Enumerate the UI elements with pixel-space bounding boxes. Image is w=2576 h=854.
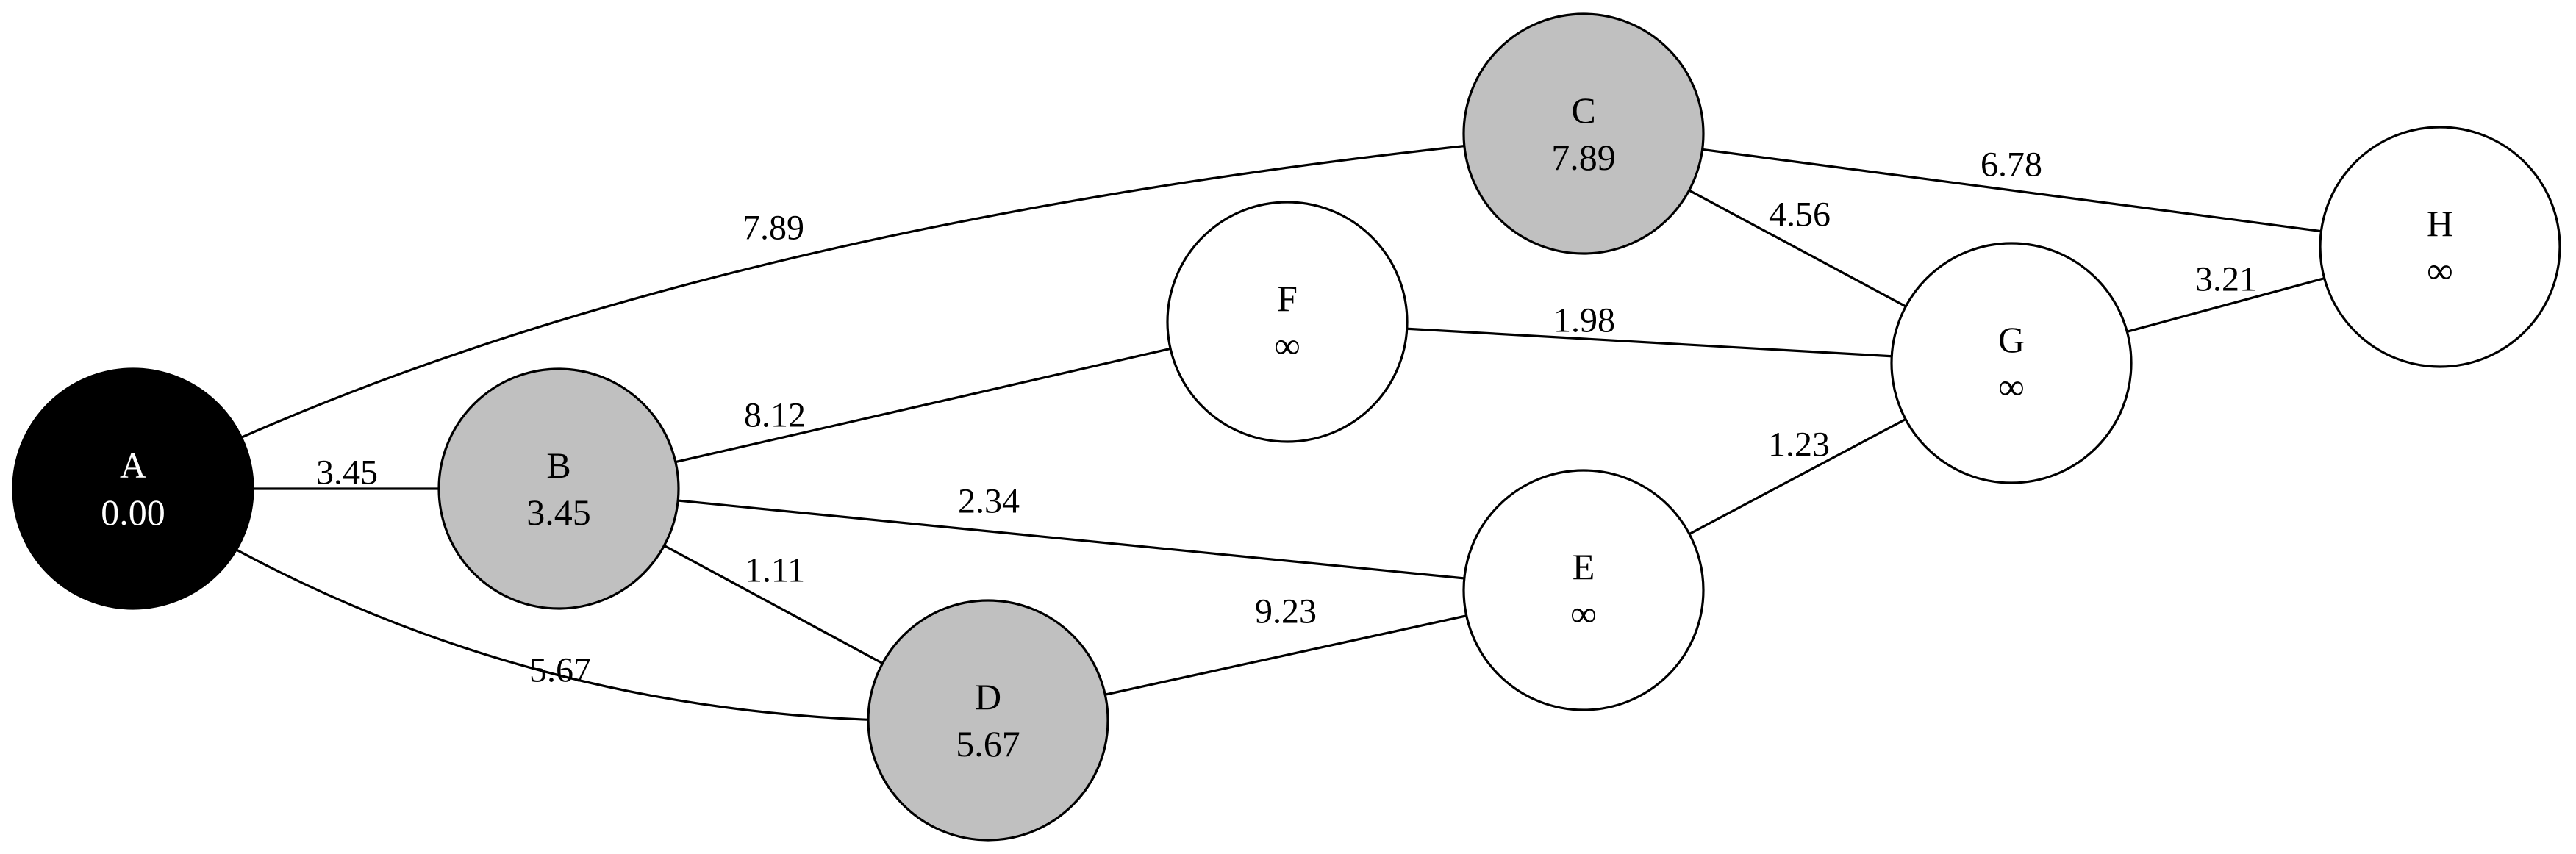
- edge-weight-label-a-d: 5.67: [529, 651, 591, 690]
- node-name: H: [2427, 203, 2453, 244]
- node-name: F: [1277, 278, 1298, 319]
- node-c: C 7.89: [1462, 12, 1705, 255]
- node-distance: 0.00: [101, 492, 165, 533]
- node-e: E∞: [1462, 469, 1705, 711]
- node-g: G∞: [1890, 242, 2133, 484]
- node-name: A: [120, 445, 146, 486]
- edge-weight-label-a-b: 3.45: [316, 453, 378, 492]
- node-name: D: [975, 676, 1001, 717]
- edge-weight-label-b-f: 8.12: [744, 396, 806, 435]
- node-circle: [2319, 126, 2561, 368]
- node-name: G: [1998, 319, 2025, 360]
- edge-labels-layer: 3.45 7.89 5.67 8.12 2.34 1.11 6.78 4.56 1.98 9.23…: [316, 146, 2257, 690]
- node-circle: [1462, 469, 1705, 711]
- node-distance: 3.45: [526, 492, 591, 533]
- node-h: H∞: [2319, 126, 2561, 368]
- edge-a-c: [132, 132, 1584, 490]
- edge-b-f: [558, 320, 1288, 490]
- node-distance: 5.67: [956, 723, 1020, 764]
- node-name: C: [1571, 90, 1595, 131]
- node-f: F∞: [1166, 201, 1409, 443]
- edge-b-e: [558, 487, 1584, 592]
- node-circle: [12, 367, 254, 610]
- node-b: B 3.45: [437, 367, 680, 610]
- edge-weight-label-b-d: 1.11: [745, 551, 805, 590]
- node-circle: [1890, 242, 2133, 484]
- node-circle: [867, 599, 1109, 842]
- edge-weight-label-e-g: 1.23: [1768, 426, 1830, 464]
- edge-c-h: [1583, 132, 2441, 248]
- edge-weight-label-a-c: 7.89: [743, 209, 804, 248]
- node-distance: ∞: [1274, 325, 1300, 366]
- edge-weight-label-f-g: 1.98: [1553, 301, 1615, 340]
- node-circle: [1462, 12, 1705, 255]
- edge-weight-label-g-h: 3.21: [2195, 260, 2257, 299]
- node-distance: ∞: [2427, 250, 2453, 291]
- edge-weight-label-b-e: 2.34: [958, 482, 1020, 521]
- node-name: E: [1573, 546, 1595, 587]
- node-name: B: [546, 445, 570, 486]
- node-distance: ∞: [1570, 593, 1597, 634]
- edge-a-d: [132, 487, 989, 722]
- edge-weight-label-c-h: 6.78: [1981, 146, 2042, 184]
- edge-weight-label-c-g: 4.56: [1769, 195, 1831, 234]
- node-circle: [437, 367, 680, 610]
- node-distance: 7.89: [1551, 137, 1616, 178]
- edge-weight-label-d-e: 9.23: [1255, 592, 1317, 631]
- node-a: A 0.00: [12, 367, 254, 610]
- node-d: D 5.67: [867, 599, 1109, 842]
- node-circle: [1166, 201, 1409, 443]
- node-distance: ∞: [1998, 366, 2025, 407]
